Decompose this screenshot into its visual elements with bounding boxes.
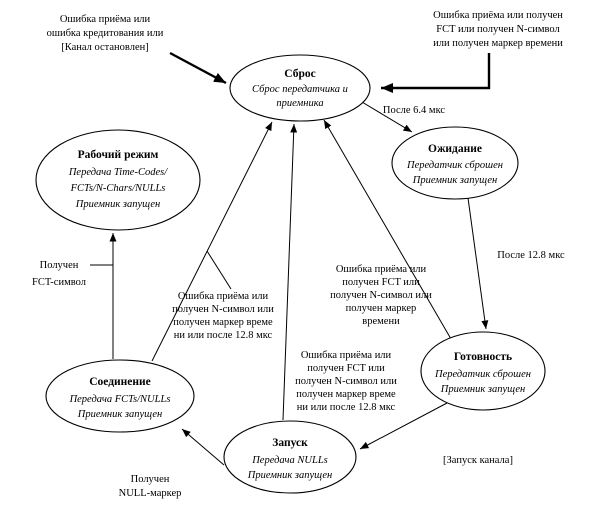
state-connecting-title: Соединение <box>89 376 151 388</box>
label-started-error-2: получен FCT или <box>307 363 385 374</box>
state-run: Рабочий режим Передача Time-Codes/ FCTs/… <box>35 129 201 231</box>
state-connecting: Соединение Передача FCTs/NULLs Приемник … <box>45 359 195 433</box>
label-got-fct-1: Получен <box>40 260 79 271</box>
state-run-title: Рабочий режим <box>78 149 159 161</box>
state-run-desc-1: Передача Time-Codes/ <box>68 167 168 178</box>
label-after-12-8: После 12.8 мкс <box>497 250 565 261</box>
state-reset-shape <box>229 54 371 122</box>
label-connecting-error-3: получен маркер време <box>173 317 273 328</box>
label-started-error: Ошибка приёма или получен FCT или получе… <box>295 350 397 413</box>
state-connecting-shape <box>45 359 195 433</box>
label-connecting-error-4: ни или после 12.8 мкс <box>174 330 273 341</box>
state-started-shape <box>223 420 357 494</box>
state-wait-desc-2: Приемник запущен <box>412 175 498 186</box>
state-connecting-desc-1: Передача FCTs/NULLs <box>69 394 171 405</box>
state-wait: Ожидание Передатчик сброшен Приемник зап… <box>391 126 519 200</box>
state-reset-desc-2: приемника <box>276 98 323 109</box>
label-after-6-4: После 6.4 мкс <box>383 105 446 116</box>
state-ready-desc-1: Передатчик сброшен <box>434 369 531 380</box>
transition-wait-to-ready <box>467 197 489 330</box>
state-ready-shape <box>420 331 546 411</box>
label-got-null-1: Получен <box>131 474 170 485</box>
transition-wait-error-to-reset <box>381 53 491 93</box>
transition-run-error-to-reset <box>169 51 227 85</box>
label-run-error-3: [Канал остановлен] <box>61 42 149 53</box>
label-got-fct: Получен FCT-символ <box>32 260 86 288</box>
label-started-error-4: получен маркер време <box>296 389 396 400</box>
state-ready-desc-2: Приемник запущен <box>440 384 526 395</box>
state-started-desc-2: Приемник запущен <box>247 470 333 481</box>
label-got-null-2: NULL-маркер <box>119 488 182 499</box>
state-run-desc-2: FCTs/N-Chars/NULLs <box>70 183 166 194</box>
label-ready-error-4: получен маркер <box>346 303 417 314</box>
leader-connecting-error <box>206 250 232 290</box>
state-wait-desc-1: Передатчик сброшен <box>406 160 503 171</box>
label-link-start: [Запуск канала] <box>443 455 513 466</box>
state-started-desc-1: Передача NULLs <box>251 455 328 466</box>
state-started-title: Запуск <box>272 437 308 449</box>
label-started-error-1: Ошибка приёма или <box>301 350 392 361</box>
label-wait-error-1: Ошибка приёма или получен <box>433 10 563 21</box>
label-started-error-5: ни или после 12.8 мкс <box>297 402 396 413</box>
state-ready-title: Готовность <box>454 351 512 363</box>
label-wait-error: Ошибка приёма или получен FCT или получе… <box>433 10 563 49</box>
label-ready-error-2: получен FCT или <box>342 277 420 288</box>
label-wait-error-3: или получен маркер времени <box>433 38 563 49</box>
state-reset-title: Сброс <box>284 68 315 80</box>
transition-connecting-to-reset <box>151 121 273 362</box>
label-ready-error-5: времени <box>362 316 400 327</box>
label-run-error-2: ошибка кредитования или <box>47 28 164 39</box>
state-run-desc-3: Приемник запущен <box>75 199 161 210</box>
state-wait-shape <box>391 126 519 200</box>
transition-ready-to-started <box>359 402 448 450</box>
label-ready-error-1: Ошибка приёма или <box>336 264 427 275</box>
state-ready: Готовность Передатчик сброшен Приемник з… <box>420 331 546 411</box>
label-connecting-error-1: Ошибка приёма или <box>178 291 269 302</box>
transition-started-to-reset <box>282 123 298 421</box>
label-started-error-3: получен N-символ или <box>295 376 397 387</box>
label-run-error: Ошибка приёма или ошибка кредитования ил… <box>47 14 164 53</box>
label-got-null: Получен NULL-маркер <box>119 474 182 499</box>
label-connecting-error: Ошибка приёма или получен N-символ или п… <box>172 291 274 341</box>
transition-ready-to-reset <box>323 119 452 340</box>
state-connecting-desc-2: Приемник запущен <box>77 409 163 420</box>
label-wait-error-2: FCT или получен N-символ <box>436 24 559 35</box>
state-wait-title: Ожидание <box>428 143 482 155</box>
state-started: Запуск Передача NULLs Приемник запущен <box>223 420 357 494</box>
transition-reset-to-wait <box>361 101 413 133</box>
state-run-shape <box>35 129 201 231</box>
label-ready-error-3: получен N-символ или <box>330 290 432 301</box>
label-ready-error: Ошибка приёма или получен FCT или получе… <box>330 264 432 327</box>
label-got-fct-2: FCT-символ <box>32 277 86 288</box>
label-run-error-1: Ошибка приёма или <box>60 14 151 25</box>
state-reset: Сброс Сброс передатчика и приемника <box>229 54 371 122</box>
state-reset-desc-1: Сброс передатчика и <box>252 84 348 95</box>
label-connecting-error-2: получен N-символ или <box>172 304 274 315</box>
transition-started-to-connecting <box>181 428 225 466</box>
